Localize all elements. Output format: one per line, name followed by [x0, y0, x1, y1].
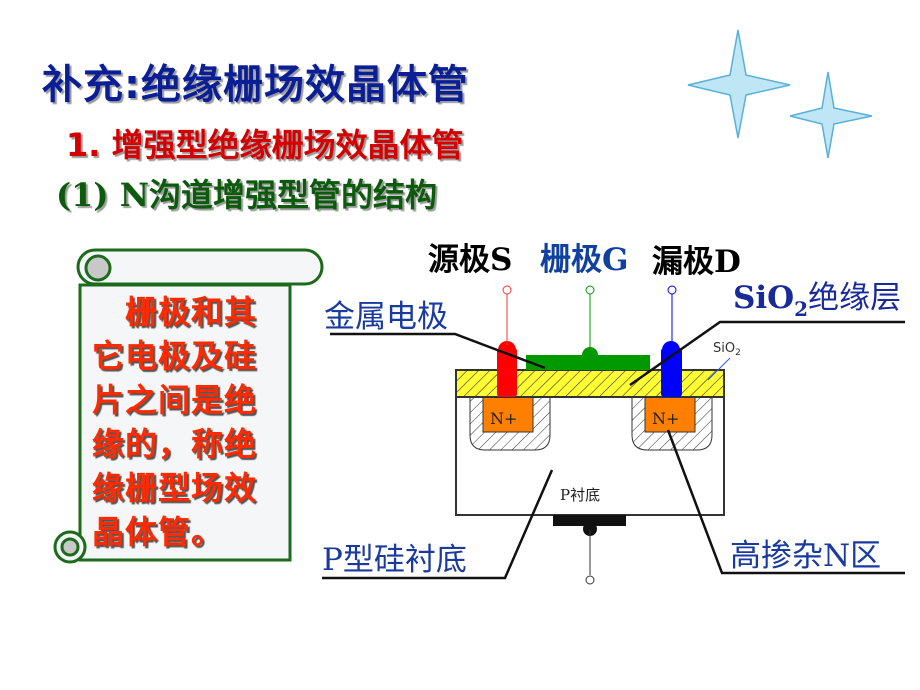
drain-terminal	[667, 285, 677, 295]
scroll-note-text: 栅极和其它电极及硅片之间是绝缘的，称绝缘栅型场效晶体管。	[92, 293, 258, 551]
n-plus-label-right: N+	[652, 409, 679, 428]
section-heading: 1. 增强型绝缘栅场效晶体管	[66, 126, 464, 164]
substrate-terminal	[585, 575, 595, 585]
n-plus-label-left: N+	[490, 409, 517, 428]
heavily-doped-n-label: 高掺杂N区	[730, 538, 881, 574]
mosfet-structure-diagram	[322, 285, 905, 585]
source-terminal	[502, 285, 512, 295]
p-substrate-small-label: P衬底	[560, 486, 600, 504]
sio2-oxide-layer	[455, 369, 725, 398]
scroll-banner	[53, 248, 324, 564]
metal-electrode-label: 金属电极	[324, 299, 448, 335]
substrate-contact	[553, 515, 626, 526]
p-type-substrate-label: P型硅衬底	[322, 542, 467, 578]
sparkle-star-icon	[687, 29, 873, 159]
drain-label: 漏极D	[652, 244, 741, 280]
subsection-heading: (1) N沟道增强型管的结构	[56, 176, 437, 214]
source-metal	[497, 348, 517, 397]
gate-label: 栅极G	[540, 242, 628, 278]
sio2-small-label: SiO2	[713, 341, 741, 358]
source-label: 源极S	[428, 242, 512, 278]
sio2-insulation-label: SiO2绝缘层	[733, 280, 901, 321]
gate-terminal	[585, 285, 595, 295]
slide-title: 补充:绝缘栅场效晶体管	[42, 62, 469, 108]
